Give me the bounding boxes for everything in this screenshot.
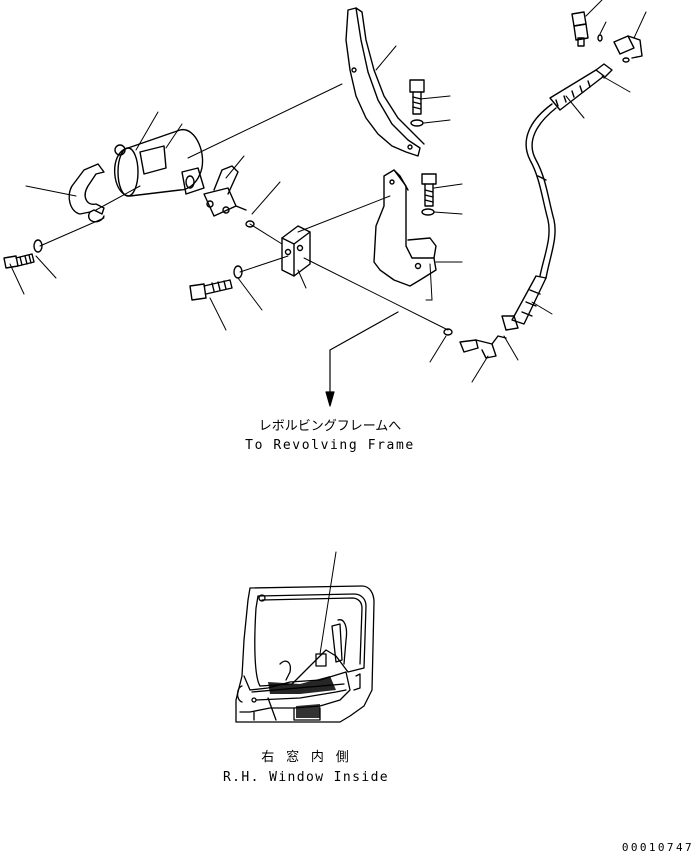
hose-assembly	[501, 63, 613, 331]
bolt-upper-right	[409, 79, 425, 115]
washer-mid	[421, 208, 435, 216]
drawing-number: 00010747	[622, 841, 694, 852]
window-inside-label-en: R.H. Window Inside	[223, 770, 389, 785]
bolt-mid-right	[421, 173, 437, 207]
valve-switch	[203, 165, 247, 217]
cab-view	[235, 551, 375, 723]
curved-bracket	[345, 7, 425, 157]
arrow-to-revolving-frame	[325, 311, 399, 407]
bolt-lower-left	[3, 253, 35, 269]
elbow-fitting-upper	[613, 35, 643, 63]
mounting-bracket	[373, 169, 437, 287]
clamp-strap	[68, 163, 105, 223]
o-ring-1	[245, 220, 255, 228]
bolt-long	[189, 279, 233, 301]
o-ring-3	[597, 34, 603, 42]
spacer-block	[281, 225, 311, 277]
o-ring-2	[443, 328, 453, 336]
window-inside-label-jp: 右 窓 内 側	[261, 749, 350, 765]
sensor-fitting	[571, 11, 589, 47]
connector-lines	[39, 83, 449, 331]
elbow-fitting-lower	[459, 335, 507, 359]
washer-lower-left	[33, 239, 43, 253]
revolving-frame-label-en: To Revolving Frame	[245, 438, 415, 453]
revolving-frame-label-jp: レボルビングフレームへ	[259, 419, 402, 434]
receiver-cylinder	[114, 129, 205, 197]
washer-upper	[410, 119, 424, 127]
leader-lines	[9, 0, 647, 383]
